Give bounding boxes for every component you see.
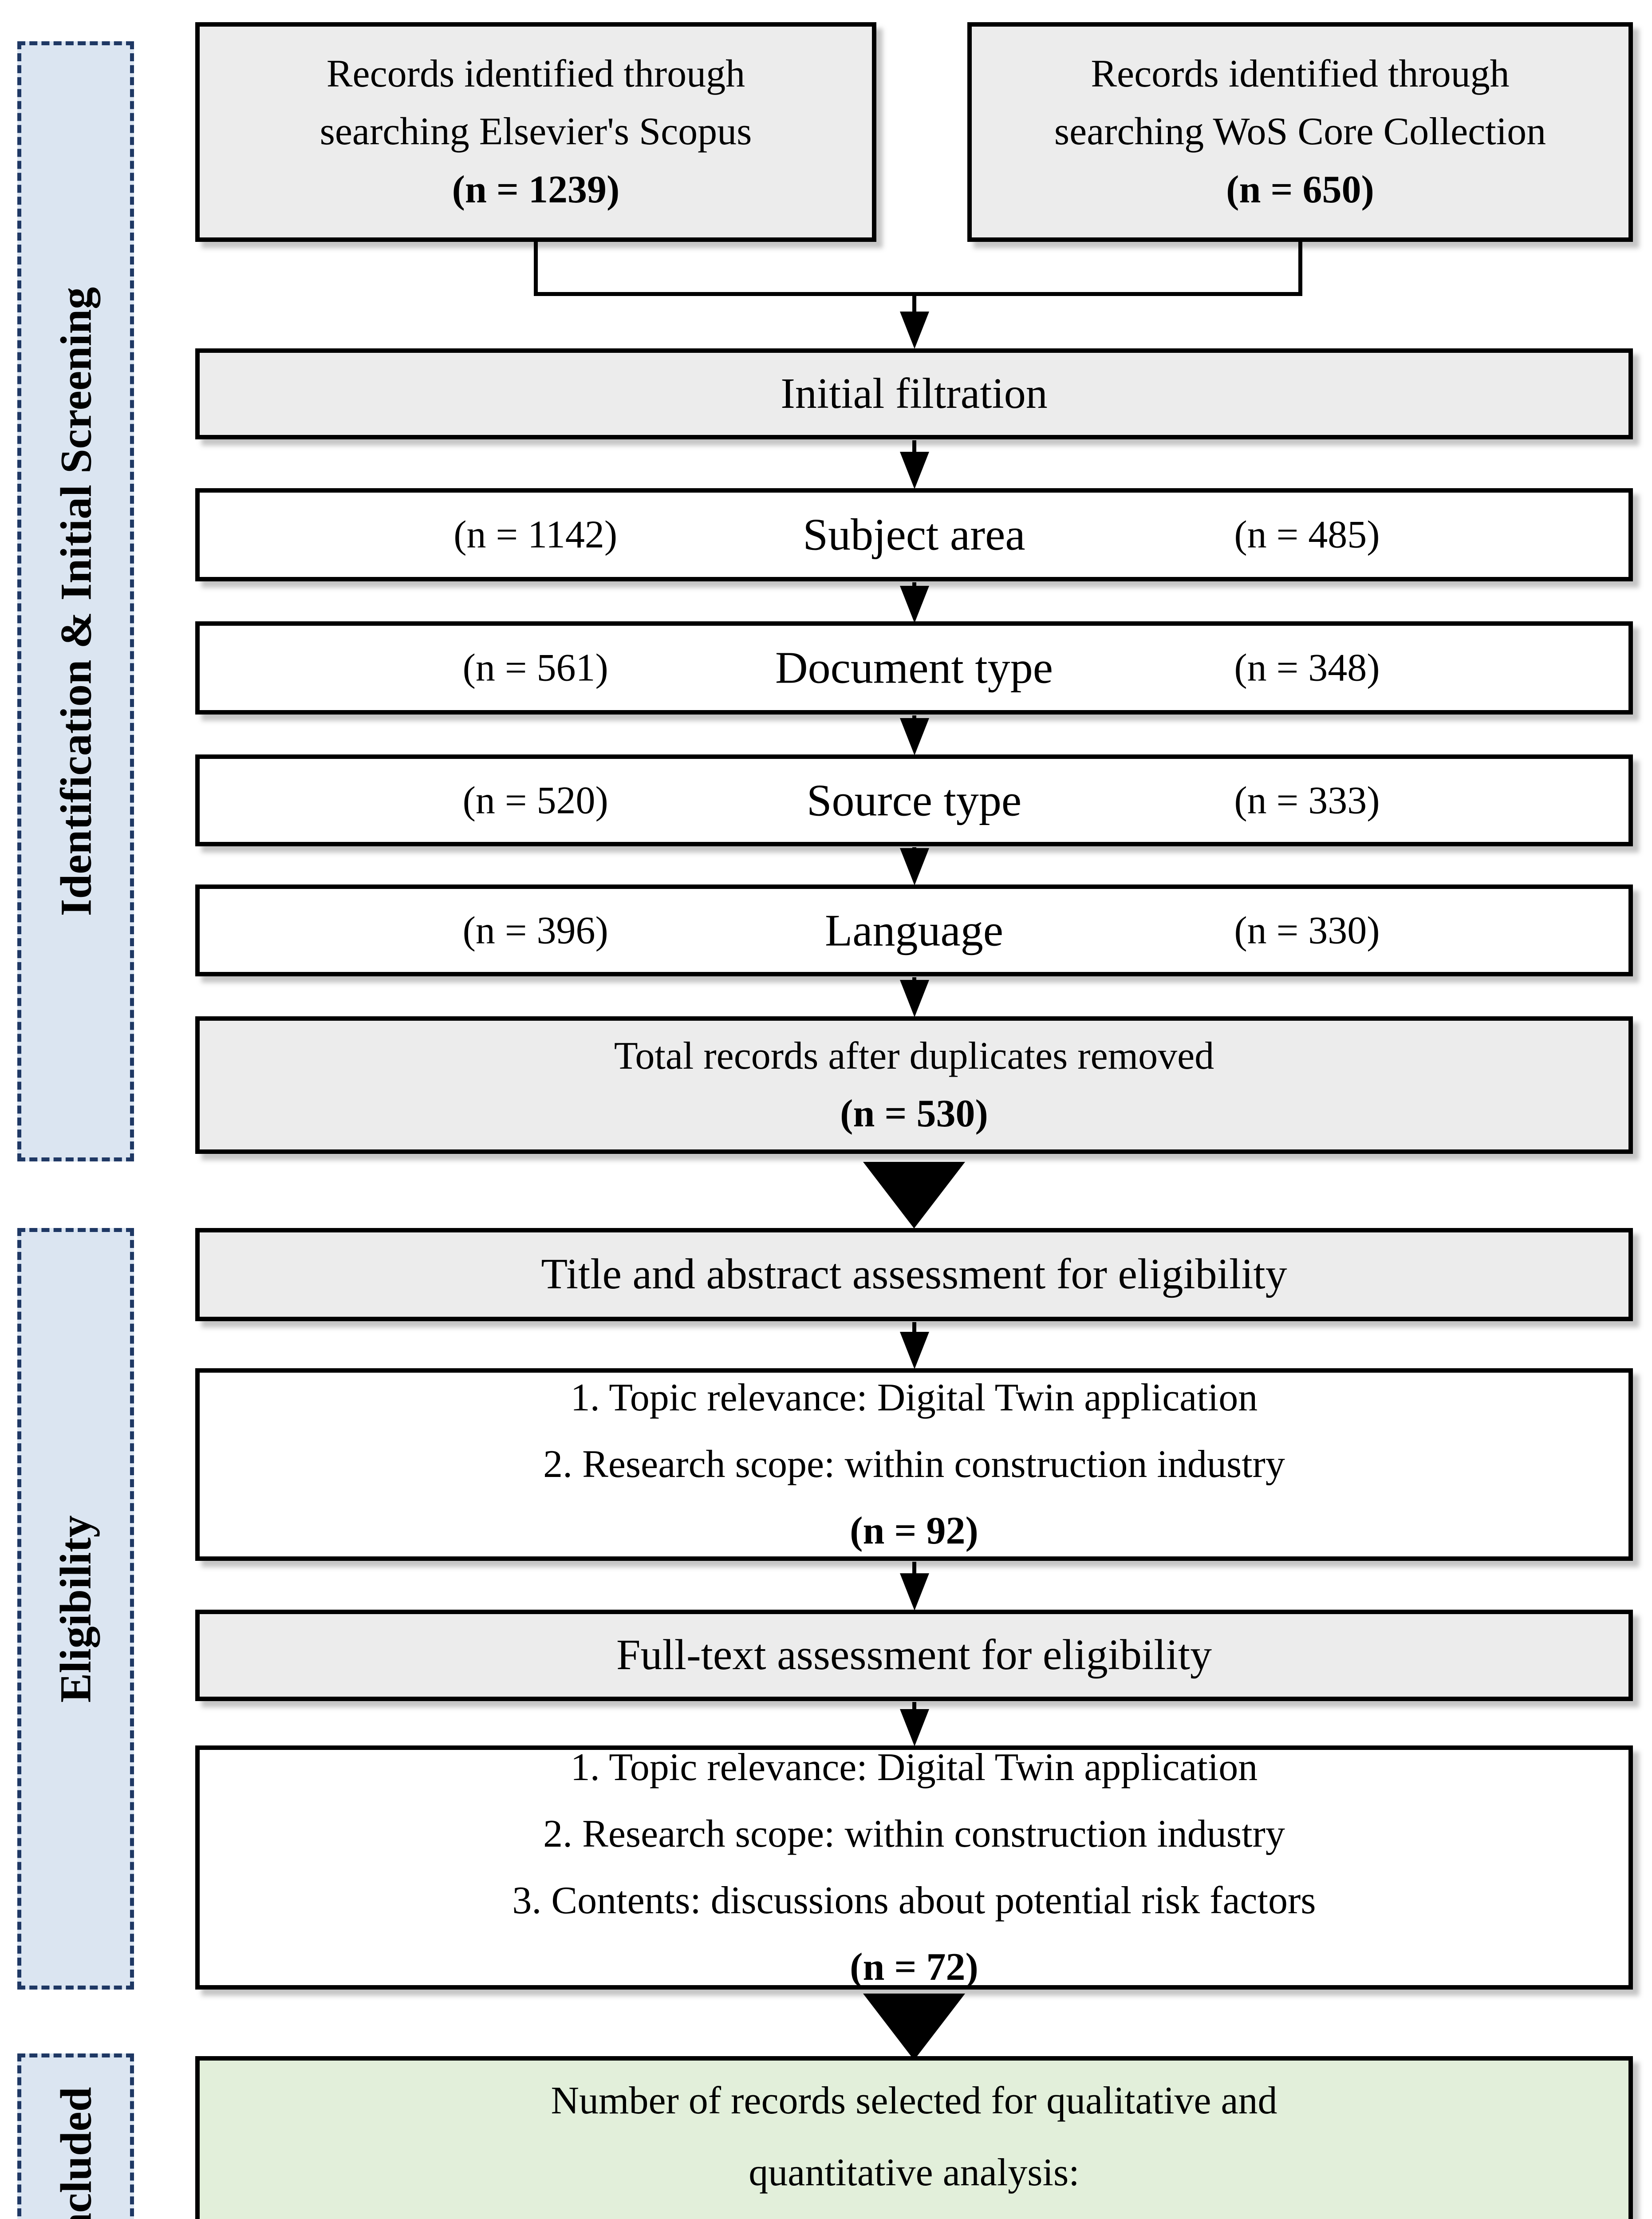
- box-criteria-stage1: 1. Topic relevance: Digital Twin applica…: [195, 1368, 1633, 1561]
- filter-row-subject-area: (n = 1142) Subject area (n = 485): [195, 488, 1633, 581]
- stage-included: Included: [17, 2053, 134, 2219]
- box-included-records: Number of records selected for qualitati…: [195, 2056, 1633, 2219]
- source-text: searching Elsevier's Scopus: [319, 110, 752, 154]
- filter-right-count: (n = 348): [1234, 646, 1380, 690]
- box-title-abstract-assessment: Title and abstract assessment for eligib…: [195, 1228, 1633, 1321]
- stage-identification-screening: Identification & Initial Screening: [17, 41, 134, 1161]
- filter-right-count: (n = 333): [1234, 779, 1380, 822]
- box-fulltext-assessment: Full-text assessment for eligibility: [195, 1610, 1633, 1701]
- big-arrow-screening-to-eligibility: [863, 1162, 965, 1228]
- arrow-down-5: [912, 977, 916, 981]
- filter-row-source-type: (n = 520) Source type (n = 333): [195, 754, 1633, 846]
- box-label: Title and abstract assessment for eligib…: [541, 1250, 1287, 1299]
- arrow-into-initial-filtration: [912, 292, 916, 312]
- arrow-down-7: [912, 1562, 916, 1574]
- arrow-down-8: [912, 1702, 916, 1710]
- filter-left-count: (n = 520): [462, 779, 608, 822]
- box-label: Initial filtration: [781, 369, 1048, 418]
- source-box-wos: Records identified through searching WoS…: [967, 22, 1633, 242]
- source-text: Records identified through: [326, 52, 745, 96]
- arrow-down-6: [912, 1322, 916, 1333]
- source-text: searching WoS Core Collection: [1054, 110, 1546, 154]
- source-text: Records identified through: [1091, 52, 1510, 96]
- filter-right-count: (n = 485): [1234, 513, 1380, 557]
- stage-eligibility: Eligibility: [17, 1228, 134, 1990]
- filter-row-document-type: (n = 561) Document type (n = 348): [195, 621, 1633, 715]
- arrow-down-1: [912, 440, 916, 453]
- filter-left-count: (n = 561): [462, 646, 608, 690]
- criteria-item: 1. Topic relevance: Digital Twin applica…: [570, 1745, 1258, 1789]
- criteria-item: 2. Research scope: within construction i…: [543, 1812, 1285, 1856]
- criteria-item: 2. Research scope: within construction i…: [543, 1442, 1285, 1486]
- filter-row-language: (n = 396) Language (n = 330): [195, 884, 1633, 976]
- box-count: (n = 92): [850, 1509, 978, 1553]
- filter-label: Source type: [806, 775, 1022, 825]
- source-count: (n = 650): [1226, 168, 1374, 211]
- big-arrow-eligibility-to-included: [863, 1994, 965, 2060]
- box-count: (n = 72): [850, 1946, 978, 1989]
- box-count: (n = 530): [840, 1092, 988, 1135]
- stage-label: Eligibility: [51, 1515, 101, 1703]
- criteria-item: 1. Topic relevance: Digital Twin applica…: [570, 1376, 1258, 1419]
- criteria-item: 3. Contents: discussions about potential…: [512, 1879, 1316, 1922]
- arrow-down-4: [912, 847, 916, 849]
- box-criteria-stage2: 1. Topic relevance: Digital Twin applica…: [195, 1745, 1633, 1990]
- filter-label: Subject area: [803, 509, 1025, 560]
- filter-left-count: (n = 396): [462, 909, 608, 952]
- box-label: quantitative analysis:: [749, 2151, 1080, 2195]
- filter-label: Language: [824, 905, 1004, 956]
- box-label: Number of records selected for qualitati…: [551, 2079, 1277, 2123]
- filter-right-count: (n = 330): [1234, 909, 1380, 952]
- box-label: Total records after duplicates removed: [614, 1034, 1214, 1078]
- box-total-records: Total records after duplicates removed (…: [195, 1016, 1633, 1154]
- source-count: (n = 1239): [452, 168, 620, 211]
- stage-label: Included: [51, 2087, 100, 2219]
- box-label: Full-text assessment for eligibility: [616, 1631, 1212, 1679]
- connector-right-stub: [1298, 242, 1302, 296]
- connector-horizontal-line: [534, 292, 1302, 296]
- filter-label: Document type: [775, 643, 1053, 693]
- arrow-down-2: [912, 582, 916, 587]
- filter-left-count: (n = 1142): [453, 513, 618, 557]
- stage-label: Identification & Initial Screening: [51, 287, 101, 916]
- source-box-scopus: Records identified through searching Els…: [195, 22, 876, 242]
- arrow-down-3: [912, 715, 916, 719]
- box-initial-filtration: Initial filtration: [195, 348, 1633, 439]
- connector-left-stub: [534, 242, 538, 296]
